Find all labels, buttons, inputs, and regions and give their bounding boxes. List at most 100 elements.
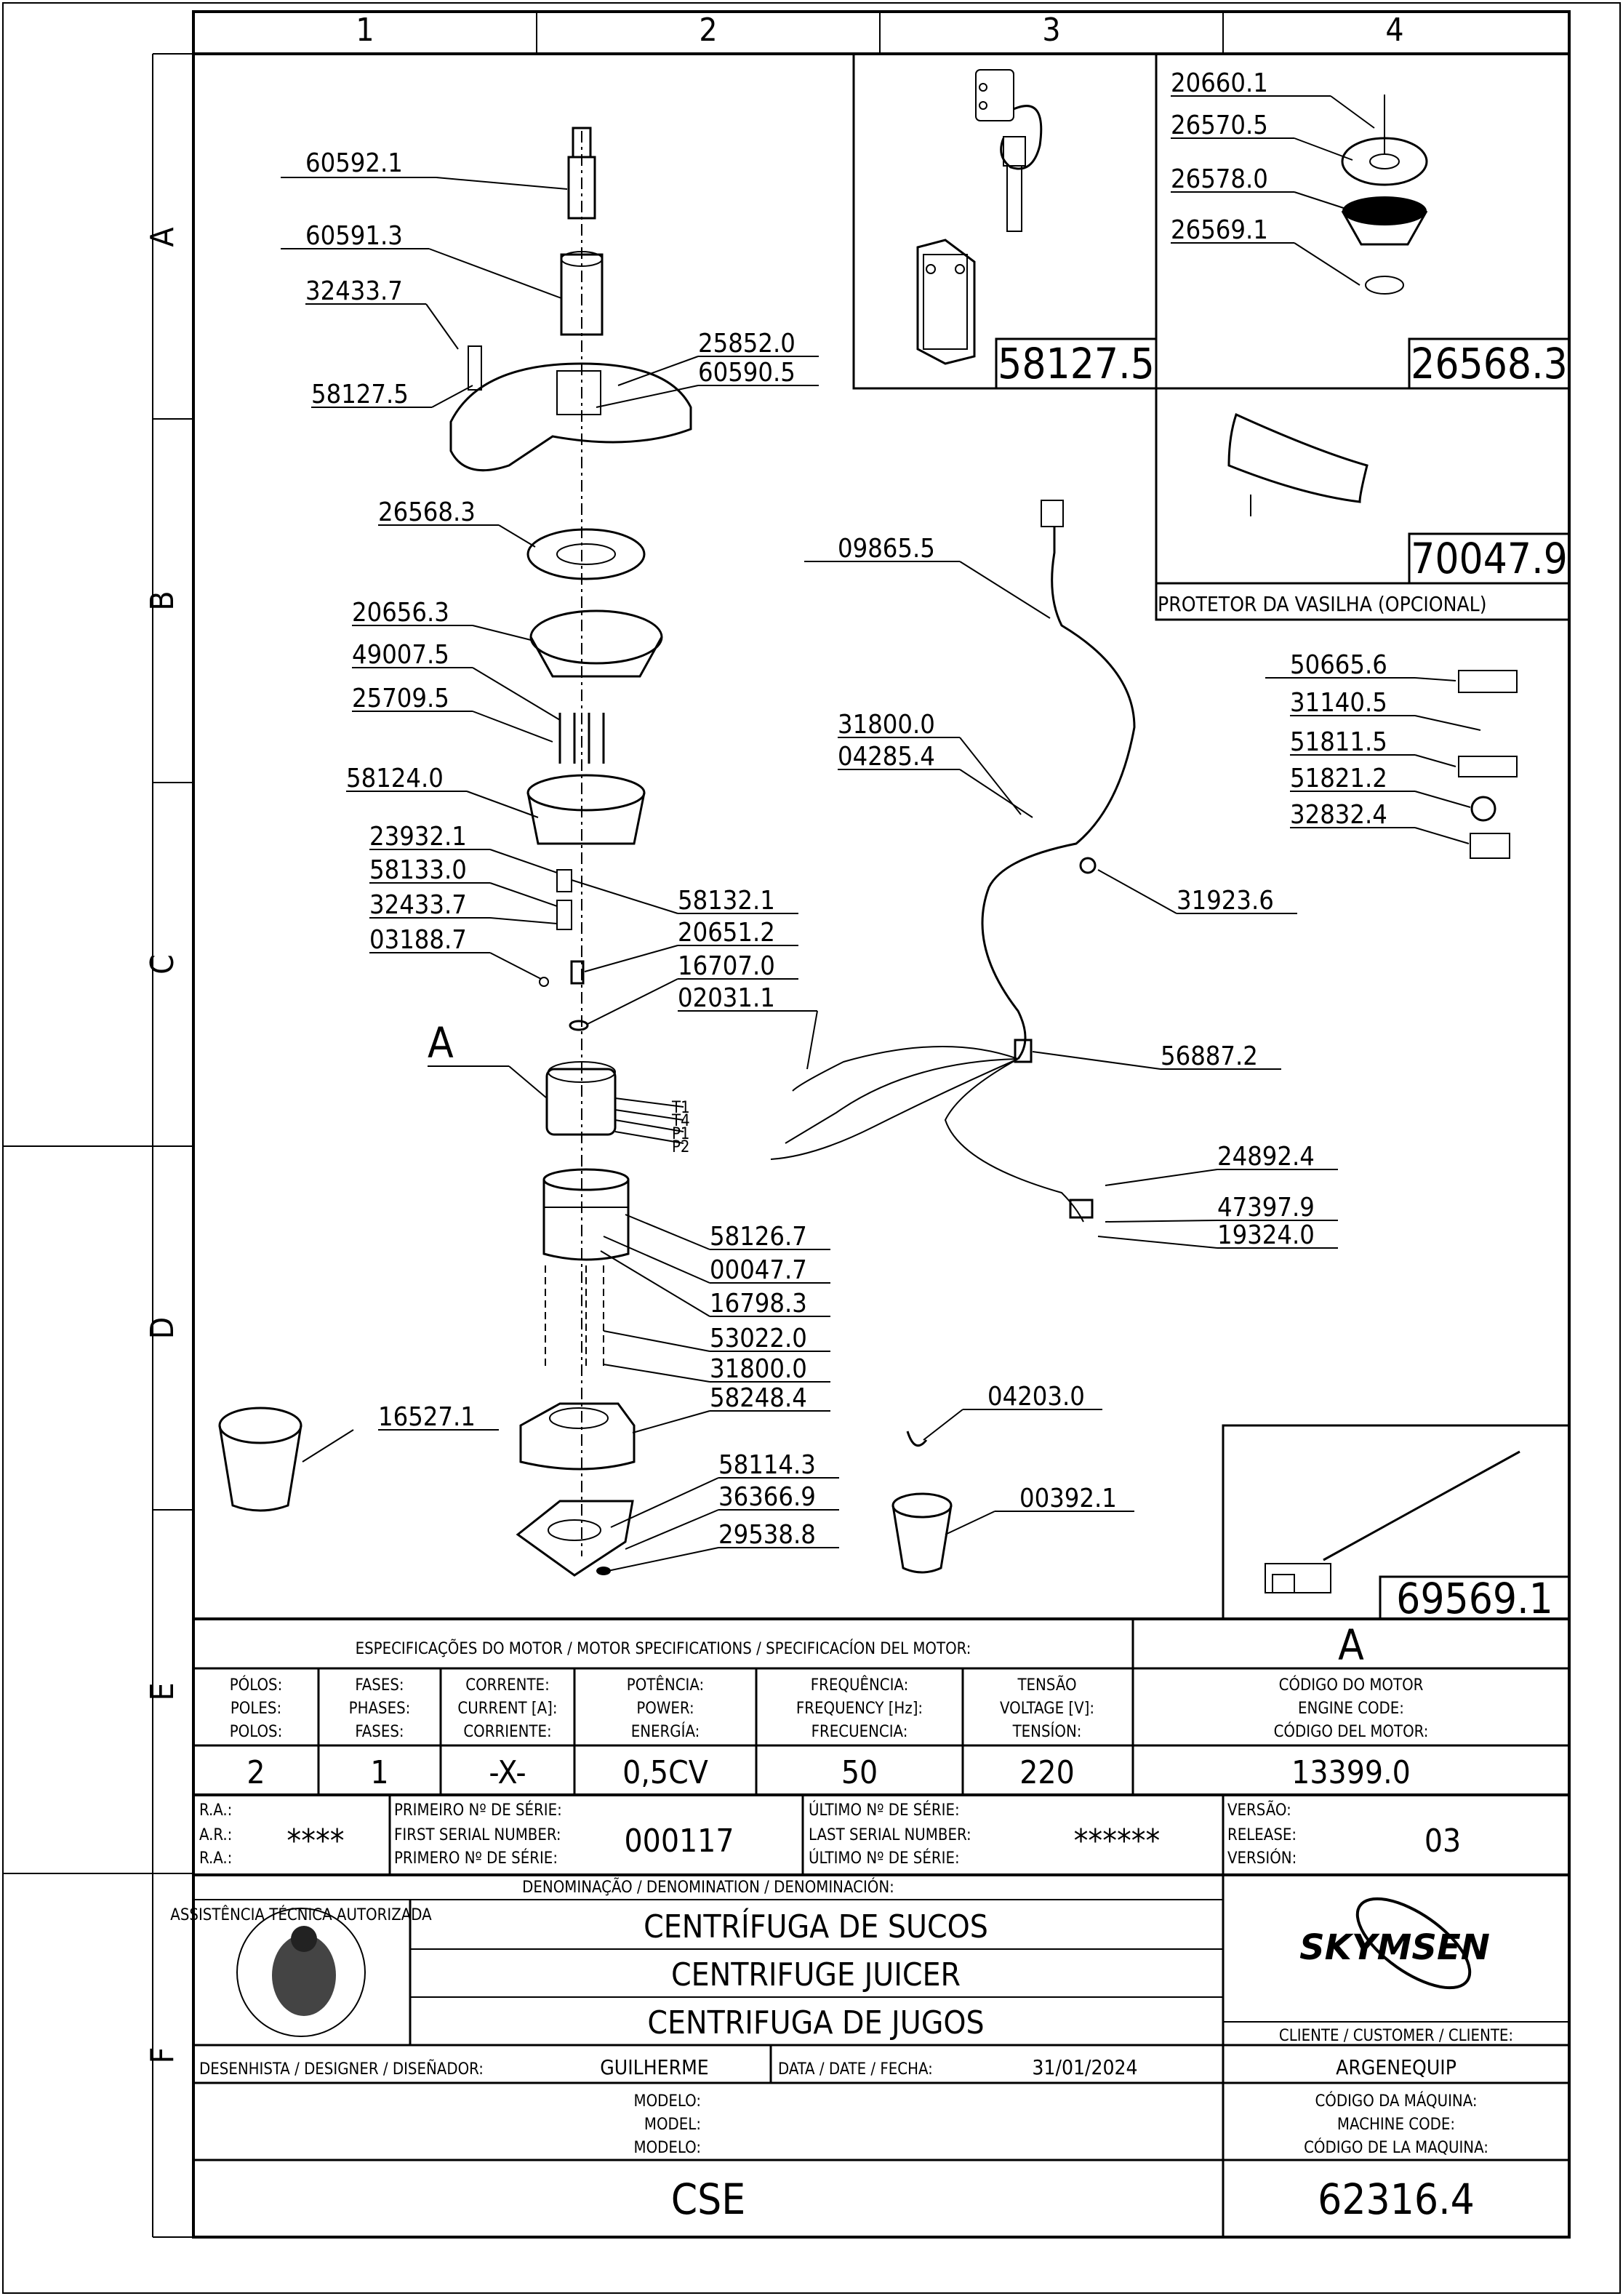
svg-text:69569.1: 69569.1	[1396, 1574, 1553, 1623]
authorized-service-seal: ASSISTÊNCIA TÉCNICA AUTORIZADA	[170, 1905, 432, 2037]
svg-text:MODEL:: MODEL:	[644, 2116, 701, 2134]
spec-voltage: 220	[1019, 1754, 1075, 1791]
svg-text:MODELO:: MODELO:	[633, 2139, 701, 2157]
svg-text:FREQUENCY [Hz]:: FREQUENCY [Hz]:	[796, 1700, 923, 1718]
callouts-left: 60592.1 60591.3 32433.7 58127.5 26568.3 …	[281, 148, 568, 1463]
customer-label: CLIENTE / CUSTOMER / CLIENTE:	[1279, 2027, 1513, 2045]
part-label-36366-9: 36366.9	[718, 1482, 816, 1512]
designer-label: DESENHISTA / DESIGNER / DISEÑADOR:	[199, 2059, 484, 2079]
part-label-32433-7b: 32433.7	[369, 890, 467, 920]
svg-text:26570.5: 26570.5	[1171, 111, 1268, 140]
svg-text:PRIMEIRO Nº DE SÉRIE:: PRIMEIRO Nº DE SÉRIE:	[394, 1801, 562, 1820]
svg-text:26578.0: 26578.0	[1171, 164, 1268, 194]
svg-text:R.A.:: R.A.:	[199, 1801, 232, 1820]
part-label-58132-1: 58132.1	[678, 886, 775, 916]
part-label-16798-3: 16798.3	[710, 1289, 807, 1319]
svg-text:ENGINE CODE:: ENGINE CODE:	[1298, 1700, 1404, 1718]
wire-tag-p1: P1	[672, 1125, 690, 1143]
svg-text:ÚLTIMO Nº DE SÉRIE:: ÚLTIMO Nº DE SÉRIE:	[809, 1801, 960, 1820]
svg-text:FIRST SERIAL NUMBER:: FIRST SERIAL NUMBER:	[394, 1826, 561, 1844]
svg-text:CORRENTE:: CORRENTE:	[465, 1676, 549, 1695]
specs-header: ESPECIFICAÇÕES DO MOTOR / MOTOR SPECIFIC…	[356, 1639, 971, 1658]
svg-text:POLOS:: POLOS:	[230, 1723, 283, 1741]
svg-text:PRIMERO Nº DE SÉRIE:: PRIMERO Nº DE SÉRIE:	[394, 1849, 558, 1868]
part-label-58126-7: 58126.7	[710, 1222, 807, 1252]
svg-text:VOLTAGE [V]:: VOLTAGE [V]:	[1000, 1700, 1094, 1718]
detail-box-filter: 26568.3 20660.1 26570.5 26578.0 26569.1	[1155, 54, 1571, 390]
part-label-53022-0: 53022.0	[710, 1324, 807, 1353]
part-label-29538-8: 29538.8	[718, 1520, 816, 1550]
svg-text:70047.9: 70047.9	[1411, 534, 1568, 583]
part-label-20651-2: 20651.2	[678, 918, 775, 948]
part-label-50665-6: 50665.6	[1290, 650, 1387, 680]
row-label-e: E	[144, 1682, 181, 1700]
svg-text:CURRENT [A]:: CURRENT [A]:	[457, 1700, 557, 1718]
label-stickers	[1458, 670, 1518, 859]
part-label-58127-5: 58127.5	[311, 380, 409, 409]
part-label-16527-1: 16527.1	[378, 1402, 476, 1432]
row-label-f: F	[144, 2047, 181, 2064]
part-label-04203-0: 04203.0	[987, 1382, 1085, 1412]
svg-text:POLES:: POLES:	[231, 1700, 281, 1718]
part-label-25852-0: 25852.0	[698, 329, 796, 359]
part-label-03188-7: 03188.7	[369, 925, 467, 955]
svg-text:ASSISTÊNCIA TÉCNICA AUTORIZADA: ASSISTÊNCIA TÉCNICA AUTORIZADA	[170, 1905, 432, 1924]
part-label-26568-3: 26568.3	[378, 497, 476, 527]
power-cable	[770, 500, 1136, 1223]
svg-text:CÓDIGO DA MÁQUINA:: CÓDIGO DA MÁQUINA:	[1315, 2092, 1477, 2111]
spec-engine-code: 13399.0	[1291, 1754, 1411, 1791]
name-pt: CENTRÍFUGA DE SUCOS	[644, 1907, 988, 1945]
inner-frame	[192, 10, 1571, 2239]
svg-text:20660.1: 20660.1	[1171, 68, 1268, 98]
machine-code: 62316.4	[1318, 2175, 1475, 2224]
col-label-1: 1	[356, 12, 374, 49]
drawing-date: 31/01/2024	[1032, 2055, 1137, 2079]
svg-text:PÓLOS:: PÓLOS:	[230, 1676, 283, 1695]
part-label-60591-3: 60591.3	[305, 221, 403, 251]
part-label-20656-3: 20656.3	[352, 598, 449, 628]
col-label-4: 4	[1385, 12, 1403, 49]
callouts-center: 25852.0 60590.5 58132.1 20651.2 16707.0 …	[571, 329, 1134, 1572]
part-label-32832-4: 32832.4	[1290, 800, 1387, 830]
svg-text:A.R.:: A.R.:	[199, 1826, 232, 1844]
row-label-d: D	[144, 1317, 181, 1340]
svg-text:PHASES:: PHASES:	[349, 1700, 411, 1718]
part-label-19324-0: 19324.0	[1217, 1220, 1315, 1250]
svg-text:SKYMSEN: SKYMSEN	[1299, 1927, 1490, 1968]
model-name: CSE	[671, 2175, 746, 2224]
part-label-00392-1: 00392.1	[1019, 1484, 1117, 1513]
svg-text:FASES:: FASES:	[355, 1723, 404, 1741]
date-label: DATA / DATE / FECHA:	[778, 2060, 933, 2079]
svg-text:LAST SERIAL NUMBER:: LAST SERIAL NUMBER:	[809, 1826, 971, 1844]
svg-text:FRECUENCIA:: FRECUENCIA:	[812, 1723, 908, 1741]
wire-tag-t1: T1	[671, 1099, 690, 1117]
part-label-49007-5: 49007.5	[352, 640, 449, 670]
svg-text:ENERGÍA:: ENERGÍA:	[631, 1722, 700, 1741]
svg-text:CÓDIGO DE LA MAQUINA:: CÓDIGO DE LA MAQUINA:	[1304, 2138, 1488, 2157]
specs-header-code: A	[1338, 1620, 1364, 1670]
part-label-25709-5: 25709.5	[352, 684, 449, 713]
svg-text:MACHINE CODE:: MACHINE CODE:	[1337, 2116, 1455, 2134]
part-label-58114-3: 58114.3	[718, 1450, 816, 1480]
svg-text:ÚLTIMO Nº DE SÉRIE:: ÚLTIMO Nº DE SÉRIE:	[809, 1849, 960, 1868]
part-label-31800-0b: 31800.0	[838, 710, 935, 740]
part-label-31923-6: 31923.6	[1177, 886, 1274, 916]
detail-box-protector: 70047.9 PROTETOR DA VASILHA (OPCIONAL)	[1155, 388, 1571, 621]
part-label-60590-5: 60590.5	[698, 358, 796, 388]
svg-text:PROTETOR DA VASILHA (OPCIONAL): PROTETOR DA VASILHA (OPCIONAL)	[1158, 592, 1487, 616]
part-label-04285-4: 04285.4	[838, 742, 935, 772]
spec-phases: 1	[370, 1754, 388, 1791]
svg-text:R.A.:: R.A.:	[199, 1849, 232, 1868]
spec-frequency: 50	[841, 1754, 878, 1791]
svg-text:TENSÍON:: TENSÍON:	[1012, 1722, 1082, 1741]
part-label-58124-0: 58124.0	[346, 764, 444, 793]
part-label-58248-4: 58248.4	[710, 1383, 807, 1413]
col-label-3: 3	[1042, 12, 1060, 49]
title-block: ESPECIFICAÇÕES DO MOTOR / MOTOR SPECIFIC…	[170, 1617, 1569, 2237]
row-label-a: A	[144, 227, 181, 247]
part-label-51811-5: 51811.5	[1290, 727, 1387, 757]
callouts-right: 09865.5 31800.0 04285.4 31923.6 56887.2 …	[804, 534, 1481, 1250]
detail-box-switch: 69569.1	[1222, 1424, 1571, 1623]
